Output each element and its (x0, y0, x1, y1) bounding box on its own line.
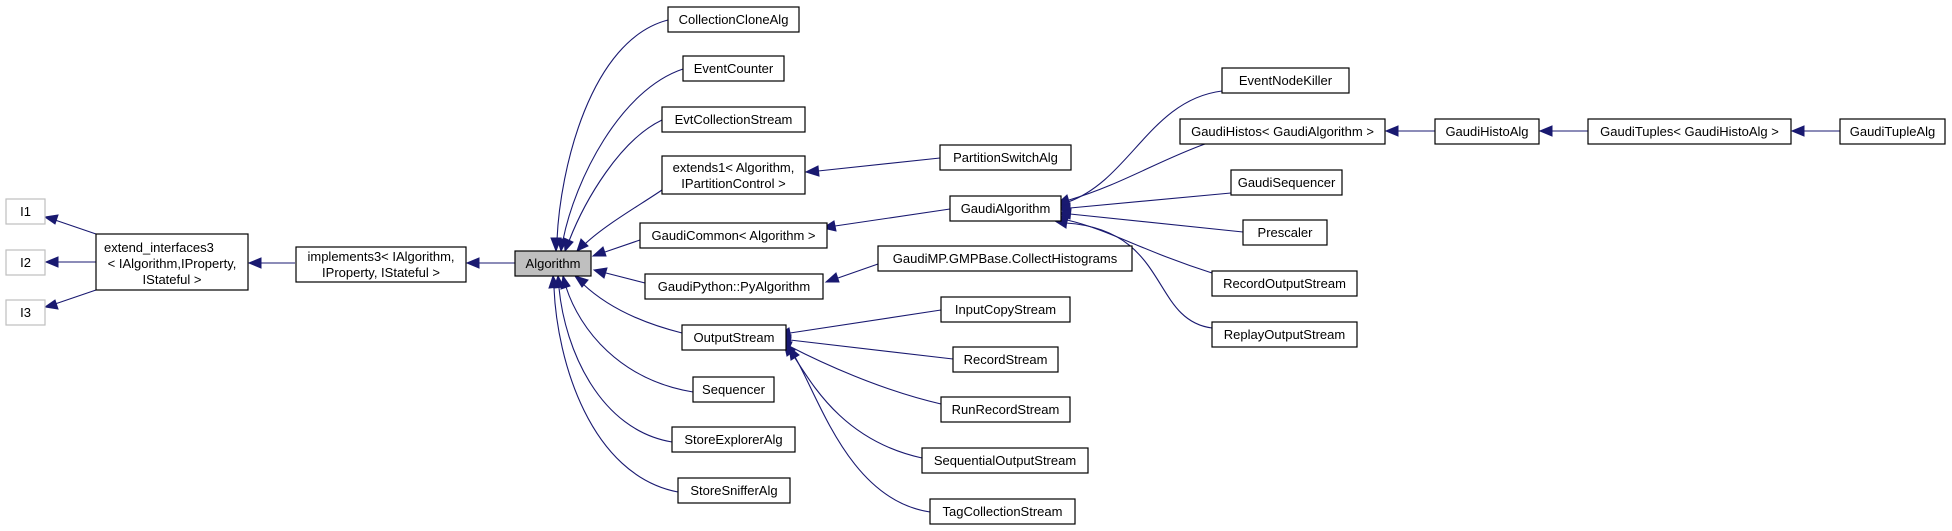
node-extend-interfaces3-line2: < IAlgorithm,IProperty, (108, 256, 237, 271)
edge-extend-interfaces3-to-i1 (43, 214, 97, 235)
edge-tag-collection-stream-to-output-stream (788, 345, 931, 513)
edge-input-copy-stream-to-output-stream (776, 309, 942, 339)
edge-prescaler-to-gaudi-algorithm (1056, 208, 1244, 233)
node-input-copy-stream-label: InputCopyStream (955, 302, 1056, 317)
node-tag-collection-stream[interactable]: TagCollectionStream (929, 498, 1076, 525)
edge-gaudi-sequencer-to-gaudi-algorithm (1056, 192, 1232, 214)
node-gaudi-algorithm-label: GaudiAlgorithm (961, 201, 1051, 216)
node-run-record-stream-label: RunRecordStream (952, 402, 1060, 417)
node-replay-output-stream[interactable]: ReplayOutputStream (1211, 321, 1358, 348)
node-sequencer-label: Sequencer (702, 382, 766, 397)
edge-sequential-output-stream-to-output-stream (783, 341, 923, 459)
node-gaudi-tuple-alg[interactable]: GaudiTupleAlg (1839, 118, 1946, 145)
node-collection-clone-alg-label: CollectionCloneAlg (679, 12, 789, 27)
node-extend-interfaces3-line3: IStateful > (143, 272, 202, 287)
node-i2-label: I2 (20, 255, 31, 270)
node-gaudi-algorithm[interactable]: GaudiAlgorithm (949, 195, 1062, 222)
node-event-counter[interactable]: EventCounter (682, 55, 785, 82)
node-output-stream[interactable]: OutputStream (681, 324, 787, 351)
node-prescaler-label: Prescaler (1258, 225, 1314, 240)
edge-extend-interfaces3-to-i2 (44, 256, 96, 268)
node-tag-collection-stream-label: TagCollectionStream (943, 504, 1063, 519)
node-gaudi-histos[interactable]: GaudiHistos< GaudiAlgorithm > (1179, 118, 1386, 145)
node-record-output-stream-label: RecordOutputStream (1223, 276, 1346, 291)
node-partition-switch-alg-label: PartitionSwitchAlg (953, 150, 1058, 165)
edge-gaudi-histo-alg-to-gaudi-histos (1384, 125, 1435, 137)
node-store-explorer-alg-label: StoreExplorerAlg (684, 432, 782, 447)
edge-extends1-to-algorithm (576, 189, 663, 252)
node-extends1[interactable]: extends1< Algorithm, IPartitionControl > (661, 155, 806, 195)
node-store-explorer-alg[interactable]: StoreExplorerAlg (671, 426, 796, 453)
node-replay-output-stream-label: ReplayOutputStream (1224, 327, 1345, 342)
node-gaudi-sequencer-label: GaudiSequencer (1238, 175, 1336, 190)
node-algorithm-label: Algorithm (526, 256, 581, 271)
node-record-stream-label: RecordStream (964, 352, 1048, 367)
node-sequential-output-stream[interactable]: SequentialOutputStream (921, 447, 1089, 474)
node-input-copy-stream[interactable]: InputCopyStream (940, 296, 1071, 323)
edge-gaudi-common-to-algorithm (591, 239, 641, 257)
edge-evt-collection-stream-to-algorithm (563, 119, 663, 253)
node-store-sniffer-alg[interactable]: StoreSnifferAlg (677, 477, 791, 504)
node-gaudi-python-pyalgorithm-label: GaudiPython::PyAlgorithm (658, 279, 810, 294)
node-i3: I3 (5, 299, 46, 326)
node-sequencer[interactable]: Sequencer (692, 376, 775, 403)
edge-gaudi-python-pyalgorithm-to-algorithm (592, 267, 646, 284)
node-store-sniffer-alg-label: StoreSnifferAlg (690, 483, 777, 498)
edge-event-node-killer-to-gaudi-algorithm (1055, 90, 1223, 207)
edge-implements3-to-extend-interfaces3 (247, 257, 295, 269)
node-i1-label: I1 (20, 204, 31, 219)
node-gaudi-histo-alg-label: GaudiHistoAlg (1445, 124, 1528, 139)
node-extends1-line1: extends1< Algorithm, (673, 160, 795, 175)
node-gaudi-common[interactable]: GaudiCommon< Algorithm > (639, 222, 828, 249)
node-sequential-output-stream-label: SequentialOutputStream (934, 453, 1076, 468)
node-gaudi-common-label: GaudiCommon< Algorithm > (651, 228, 815, 243)
edge-partition-switch-alg-to-extends1 (804, 157, 941, 177)
node-partition-switch-alg[interactable]: PartitionSwitchAlg (939, 144, 1072, 171)
node-gaudi-histo-alg[interactable]: GaudiHistoAlg (1434, 118, 1540, 145)
node-gaudi-python-pyalgorithm[interactable]: GaudiPython::PyAlgorithm (644, 273, 824, 300)
edge-store-sniffer-alg-to-algorithm (548, 274, 679, 493)
node-extends1-line2: IPartitionControl > (681, 176, 785, 191)
node-i1: I1 (5, 198, 46, 225)
edge-record-stream-to-output-stream (776, 334, 954, 360)
node-gaudi-tuples[interactable]: GaudiTuples< GaudiHistoAlg > (1587, 118, 1792, 145)
node-implements3[interactable]: implements3< IAlgorithm, IProperty, ISta… (295, 246, 467, 283)
edge-gaudi-algorithm-to-gaudi-common (821, 208, 951, 232)
node-prescaler[interactable]: Prescaler (1242, 219, 1328, 246)
edge-extend-interfaces3-to-i3 (43, 289, 97, 310)
node-event-counter-label: EventCounter (694, 61, 774, 76)
node-gaudi-tuples-label: GaudiTuples< GaudiHistoAlg > (1600, 124, 1779, 139)
node-implements3-line1: implements3< IAlgorithm, (307, 249, 454, 264)
edge-gaudi-tuple-alg-to-gaudi-tuples (1790, 125, 1840, 137)
node-i3-label: I3 (20, 305, 31, 320)
node-i2: I2 (5, 249, 46, 276)
node-collection-clone-alg[interactable]: CollectionCloneAlg (667, 6, 800, 33)
node-algorithm: Algorithm (514, 250, 592, 277)
node-gaudimp-collect-histograms[interactable]: GaudiMP.GMPBase.CollectHistograms (877, 245, 1133, 272)
node-gaudi-sequencer[interactable]: GaudiSequencer (1230, 169, 1343, 196)
node-evt-collection-stream[interactable]: EvtCollectionStream (661, 106, 806, 133)
node-record-output-stream[interactable]: RecordOutputStream (1211, 270, 1358, 297)
node-extend-interfaces3[interactable]: extend_interfaces3 < IAlgorithm,IPropert… (95, 233, 249, 291)
node-extend-interfaces3-line1: extend_interfaces3 (104, 240, 214, 255)
node-event-node-killer-label: EventNodeKiller (1239, 73, 1333, 88)
node-gaudimp-collect-histograms-label: GaudiMP.GMPBase.CollectHistograms (893, 251, 1118, 266)
edge-gaudi-tuples-to-gaudi-histo-alg (1538, 125, 1588, 137)
node-evt-collection-stream-label: EvtCollectionStream (675, 112, 793, 127)
node-output-stream-label: OutputStream (694, 330, 775, 345)
inheritance-edges (43, 19, 1840, 513)
node-gaudi-histos-label: GaudiHistos< GaudiAlgorithm > (1191, 124, 1374, 139)
edge-algorithm-to-implements3 (465, 257, 515, 269)
node-implements3-line2: IProperty, IStateful > (322, 265, 440, 280)
node-gaudi-tuple-alg-label: GaudiTupleAlg (1850, 124, 1936, 139)
node-run-record-stream[interactable]: RunRecordStream (940, 396, 1071, 423)
class-nodes: I1 I2 I3 extend_interfaces3 < IAlgorithm… (5, 6, 1946, 525)
edge-replay-output-stream-to-gaudi-algorithm (1053, 217, 1213, 329)
node-record-stream[interactable]: RecordStream (952, 346, 1059, 373)
edge-collect-histograms-to-gaudi-python-pyalgorithm (824, 263, 879, 283)
edge-output-stream-to-algorithm (573, 275, 683, 334)
node-event-node-killer[interactable]: EventNodeKiller (1221, 67, 1350, 94)
